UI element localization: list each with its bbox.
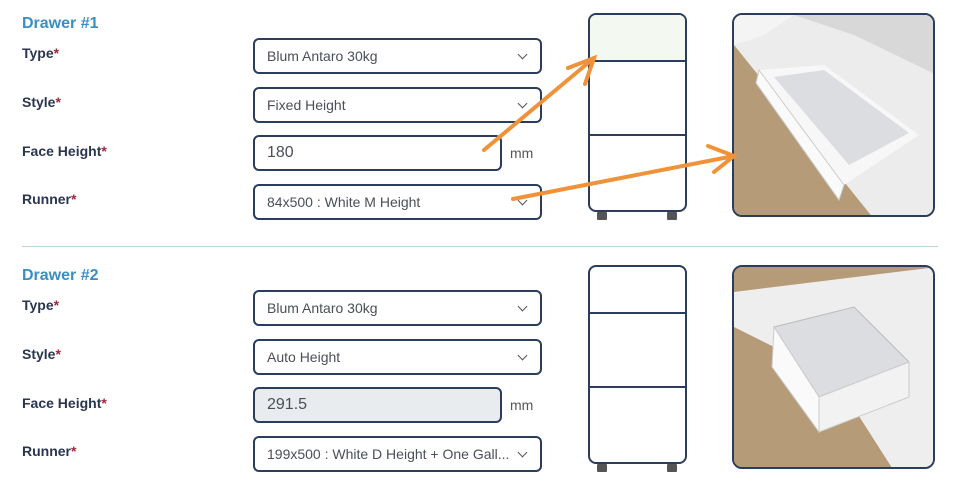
required-mark: * <box>53 297 60 313</box>
label-text: Face Height <box>22 143 102 159</box>
style-label: Style* <box>22 94 61 110</box>
drawer-1-section: Drawer #1 Type* Style* Face Height* Runn… <box>0 0 966 250</box>
label-text: Runner <box>22 191 71 207</box>
unit-label: mm <box>510 397 534 413</box>
drawer-title: Drawer #1 <box>22 15 99 32</box>
drawer-2-section: Drawer #2 Type* Style* Face Height* Runn… <box>0 252 966 502</box>
required-mark: * <box>101 143 107 159</box>
section-divider <box>22 246 938 247</box>
required-mark: * <box>71 191 77 207</box>
label-text: Runner <box>22 443 71 459</box>
type-select[interactable]: Blum Antaro 30kg <box>253 38 542 74</box>
cabinet-diagram <box>588 265 687 464</box>
cabinet-diagram <box>588 13 687 212</box>
label-text: Style <box>22 94 56 110</box>
required-mark: * <box>53 45 60 61</box>
style-select[interactable]: Auto Height <box>253 339 542 375</box>
required-mark: * <box>71 443 77 459</box>
style-select[interactable]: Fixed Height <box>253 87 542 123</box>
face-height-label: Face Height* <box>22 395 107 411</box>
unit-label: mm <box>510 145 534 161</box>
label-text: Face Height <box>22 395 102 411</box>
drawer-title: Drawer #2 <box>22 267 99 284</box>
runner-label: Runner* <box>22 191 76 207</box>
drawer-image <box>732 265 935 469</box>
label-text: Type <box>22 45 54 61</box>
required-mark: * <box>101 395 107 411</box>
required-mark: * <box>55 346 61 362</box>
cabinet-foot <box>597 464 607 472</box>
type-label: Type* <box>22 45 59 61</box>
cabinet-foot <box>667 464 677 472</box>
runner-select[interactable]: 199x500 : White D Height + One Gall... <box>253 436 542 472</box>
face-height-label: Face Height* <box>22 143 107 159</box>
runner-label: Runner* <box>22 443 76 459</box>
face-height-input[interactable]: 291.5 <box>253 387 502 423</box>
label-text: Type <box>22 297 54 313</box>
cabinet-foot <box>667 212 677 220</box>
drawer-image <box>732 13 935 217</box>
cabinet-foot <box>597 212 607 220</box>
required-mark: * <box>55 94 61 110</box>
face-height-input[interactable]: 180 <box>253 135 502 171</box>
type-label: Type* <box>22 297 59 313</box>
type-select[interactable]: Blum Antaro 30kg <box>253 290 542 326</box>
style-label: Style* <box>22 346 61 362</box>
runner-select[interactable]: 84x500 : White M Height <box>253 184 542 220</box>
label-text: Style <box>22 346 56 362</box>
